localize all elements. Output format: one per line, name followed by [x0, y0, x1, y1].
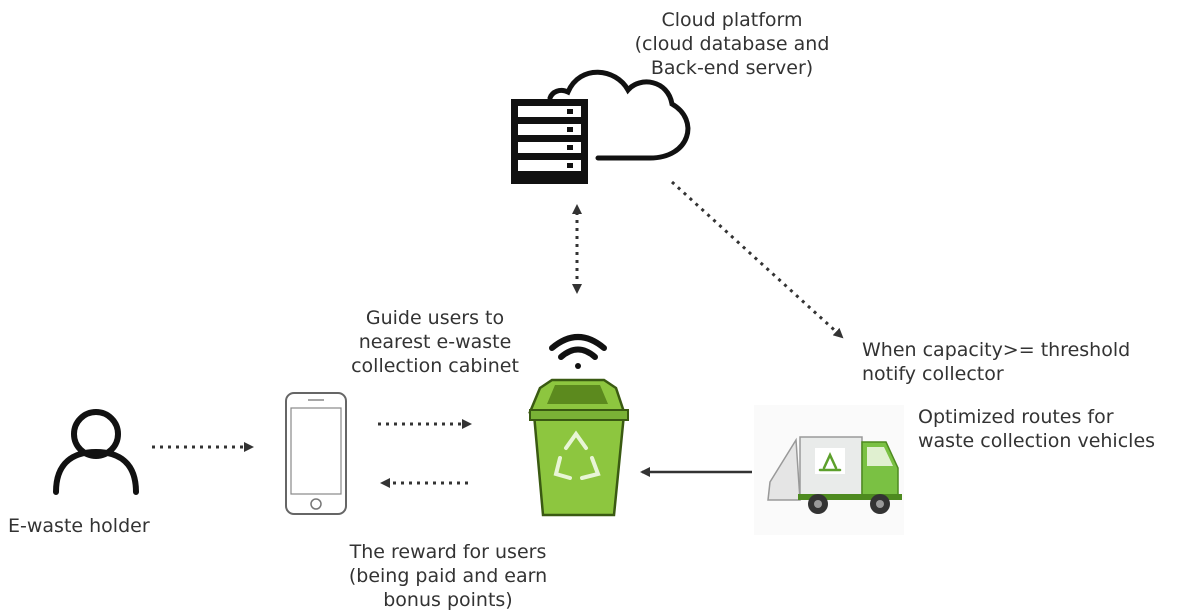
optimized-routes-label: Optimized routes for waste collection ve… [918, 405, 1155, 453]
guide-label-line-1: Guide users to [365, 307, 505, 329]
server-icon [511, 99, 588, 184]
reward-label-line-3: bonus points) [383, 589, 513, 611]
ewaste-holder-label: E-waste holder [8, 514, 150, 538]
wifi-icon [549, 334, 607, 369]
reward-label-line-1: The reward for users [349, 541, 547, 563]
notify-label-line-1: When capacity>= threshold [862, 339, 1131, 361]
guide-users-label: Guide users to nearest e-waste collectio… [326, 306, 544, 378]
cloud-icon [547, 69, 691, 161]
holder-label-text: E-waste holder [8, 515, 150, 537]
capacity-notify-label: When capacity>= threshold notify collect… [862, 338, 1130, 386]
smartphone-icon [285, 392, 347, 515]
notify-label-line-2: notify collector [862, 363, 1004, 385]
recycling-bin-icon [528, 378, 629, 517]
guide-label-line-3: collection cabinet [351, 355, 519, 377]
routes-label-line-2: waste collection vehicles [918, 430, 1156, 452]
routes-label-line-1: Optimized routes for [918, 406, 1114, 428]
cloud-label-line-2: (cloud database and [634, 33, 830, 55]
guide-label-line-2: nearest e-waste [358, 331, 512, 353]
cloud-label-line-1: Cloud platform [661, 9, 803, 31]
reward-label: The reward for users (being paid and ear… [326, 540, 570, 612]
cloud-notify-arrow [670, 180, 844, 339]
person-icon [53, 409, 139, 495]
garbage-truck-icon [754, 405, 904, 535]
cloud-platform-label: Cloud platform (cloud database and Back-… [610, 8, 854, 80]
reward-label-line-2: (being paid and earn [348, 565, 548, 587]
cloud-label-line-3: Back-end server) [650, 57, 814, 79]
